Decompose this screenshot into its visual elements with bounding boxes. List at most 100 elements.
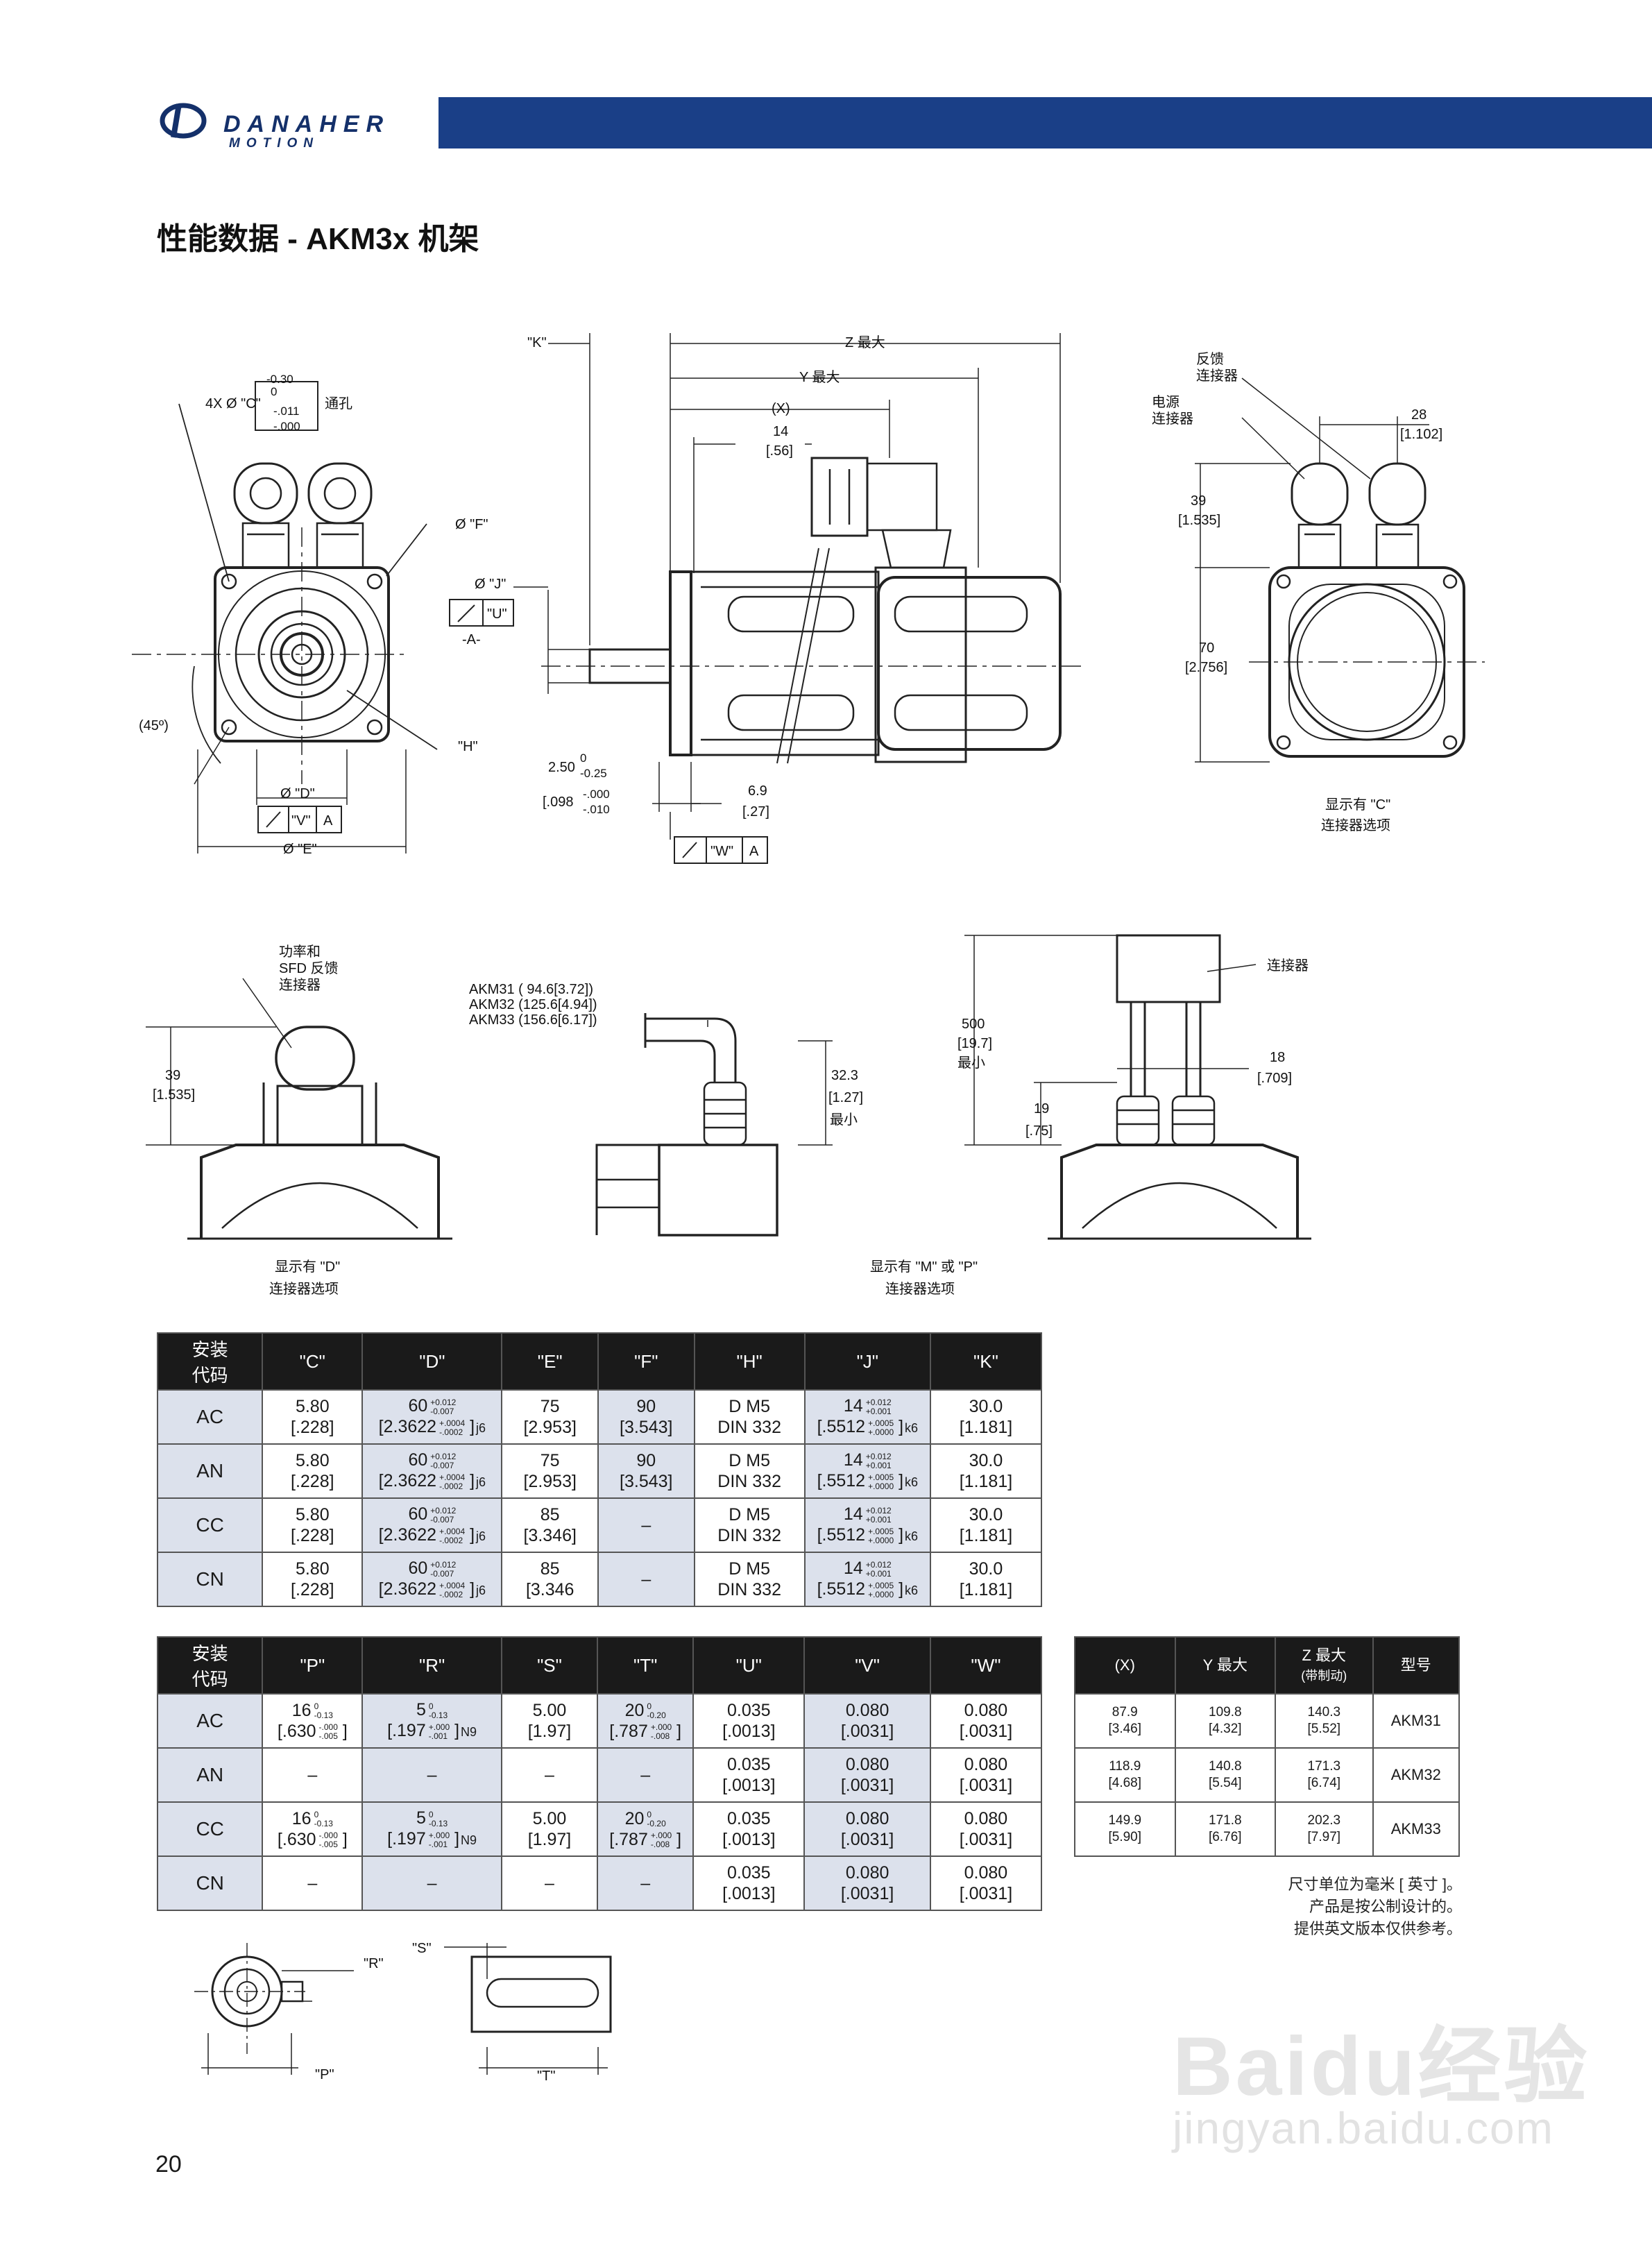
table-row: AN––––0.035[.0013]0.080[.0031]0.080[.003… <box>156 1747 1043 1803</box>
label-r: "R" <box>364 1956 384 1971</box>
label-connector: 连接器 <box>1267 958 1309 974</box>
label-feedback-conn2: 连接器 <box>1196 368 1238 384</box>
label-z-max: Z 最大 <box>845 334 885 350</box>
table-cell: 60+0.012-0.007[2.3622+.0004-.0002 ]j6 <box>361 1552 503 1607</box>
table-cell: – <box>262 1747 364 1803</box>
table-cell: 0.080[.0031] <box>803 1747 931 1803</box>
table-cell: AKM33 <box>1372 1801 1461 1857</box>
danaher-logo-icon <box>160 103 207 139</box>
label-dim-39: 39 <box>1191 493 1206 509</box>
table-cell: AKM31 <box>1372 1693 1461 1749</box>
table-cell: 202.3[7.97] <box>1275 1801 1374 1857</box>
label-conn-option-mp: 连接器选项 <box>885 1281 955 1297</box>
table-cell: 87.9[3.46] <box>1074 1693 1176 1749</box>
label-tol-a: -.011 <box>273 405 300 418</box>
table-cell: 30.0[1.181] <box>929 1389 1043 1445</box>
note-line: 提供英文版本仅供参考。 <box>1293 1920 1462 1937</box>
table-cell: 171.8[6.76] <box>1174 1801 1277 1857</box>
label-dim-39-in: [1.535] <box>1178 513 1220 528</box>
label-show-c: 显示有 "C" <box>1325 797 1390 813</box>
label-dim-28: 28 <box>1411 407 1427 423</box>
side-view <box>449 333 1082 864</box>
brand-subtitle: MOTION <box>229 136 319 151</box>
table-cell: 109.8[4.32] <box>1174 1693 1277 1749</box>
model-dimension-table: (X) Y 最大 Z 最大(带制动) 型号 87.9[3.46]109.8[4.… <box>1074 1636 1461 1857</box>
header-h: "H" <box>693 1332 806 1391</box>
label-datum-a: -A- <box>462 632 481 647</box>
label-dim-14-in: [.56] <box>766 443 793 459</box>
label-p: "P" <box>315 2067 334 2082</box>
watermark-text: Baidu经验 <box>1173 2020 1590 2113</box>
label-dim-250-tol-b: -0.25 <box>580 767 607 780</box>
label-y-max: Y 最大 <box>799 369 840 385</box>
header-d: "D" <box>361 1332 503 1391</box>
label-show-d: 显示有 "D" <box>275 1259 340 1275</box>
table-cell: 14+0.012+0.001[.5512+.0005+.0000 ]k6 <box>803 1497 931 1553</box>
note-line: 产品是按公制设计的。 <box>1309 1898 1462 1915</box>
table-cell: – <box>262 1855 364 1911</box>
header-z-max: Z 最大(带制动) <box>1275 1636 1374 1695</box>
label-dim-69: 6.9 <box>748 783 767 799</box>
label-power-sfd-2: SFD 反馈 <box>279 960 339 976</box>
label-dim-500: 500 <box>962 1017 985 1032</box>
table-cell: 30.0[1.181] <box>929 1552 1043 1607</box>
label-power-conn2: 连接器 <box>1152 411 1193 427</box>
table-cell: – <box>597 1497 695 1553</box>
header-y-max: Y 最大 <box>1174 1636 1277 1695</box>
label-show-mp: 显示有 "M" 或 "P" <box>870 1259 978 1275</box>
watermark-url: jingyan.baidu.com <box>1173 2103 1554 2153</box>
table-cell: 14+0.012+0.001[.5512+.0005+.0000 ]k6 <box>803 1443 931 1499</box>
table-cell: 5.80[.228] <box>262 1443 364 1499</box>
rear-view <box>1195 377 1485 763</box>
shaft-key-detail <box>194 1943 612 2075</box>
table-cell: CN <box>156 1855 264 1911</box>
table-cell: – <box>500 1747 599 1803</box>
table-cell: 60+0.012-0.007[2.3622+.0004-.0002 ]j6 <box>361 1443 503 1499</box>
label-dim-098: [.098 <box>543 795 573 810</box>
header-s: "S" <box>500 1636 599 1695</box>
table-row: 149.9[5.90]171.8[6.76]202.3[7.97]AKM33 <box>1074 1801 1461 1857</box>
label-dim-19: 19 <box>1034 1101 1049 1116</box>
table-cell: AC <box>156 1389 264 1445</box>
table-cell: CN <box>156 1552 264 1607</box>
table-cell: 60+0.012-0.007[2.3622+.0004-.0002 ]j6 <box>361 1389 503 1445</box>
table-row: 118.9[4.68]140.8[5.54]171.3[6.74]AKM32 <box>1074 1747 1461 1803</box>
table-cell: AKM32 <box>1372 1747 1461 1803</box>
table-cell: 140.3[5.52] <box>1275 1693 1374 1749</box>
table-cell: 0.080[.0031] <box>803 1855 931 1911</box>
header-c: "C" <box>262 1332 364 1391</box>
header-j: "J" <box>803 1332 931 1391</box>
label-u-box: "U" <box>487 606 507 622</box>
label-dim-39-b: 39 <box>165 1068 180 1083</box>
header-e: "E" <box>501 1332 599 1391</box>
label-a-box-2: A <box>749 844 759 859</box>
header-r: "R" <box>361 1636 502 1695</box>
table-cell: AN <box>156 1443 264 1499</box>
label-dim-500-in: [19.7] <box>957 1036 992 1051</box>
table-cell: 14+0.012+0.001[.5512+.0005+.0000 ]k6 <box>803 1389 931 1445</box>
header-mount-code: 安装 代码 <box>156 1332 264 1391</box>
table-cell: 149.9[5.90] <box>1074 1801 1176 1857</box>
header-p: "P" <box>262 1636 364 1695</box>
table-cell: – <box>597 1552 695 1607</box>
header-mount-code-2: 安装 代码 <box>156 1636 264 1695</box>
page-title: 性能数据 - AKM3x 机架 <box>157 222 479 256</box>
label-dim-39-b-in: [1.535] <box>153 1087 195 1103</box>
label-conn-option-d: 连接器选项 <box>269 1281 339 1297</box>
label-w-box: "W" <box>710 844 733 859</box>
label-dim-098-tol-b: -.010 <box>583 803 610 816</box>
table-cell: – <box>500 1855 599 1911</box>
label-power-sfd-3: 连接器 <box>279 977 321 993</box>
